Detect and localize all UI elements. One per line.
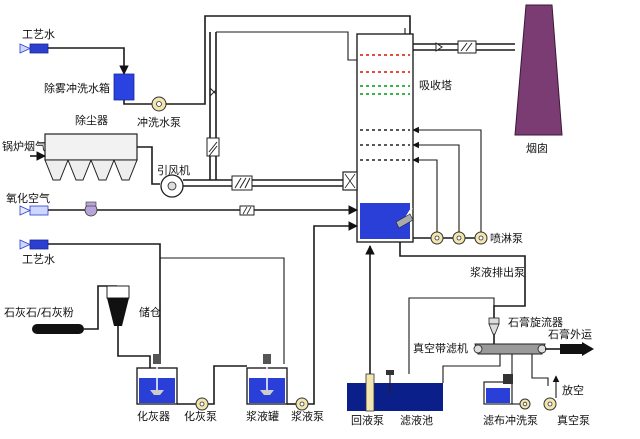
gypsum-out-arrow [560,342,594,356]
vacuum-belt-filter [473,343,547,355]
process-water-inlet-top [19,43,49,54]
oxidation-air-label: 氧化空气 [6,191,50,205]
cloth-wash-pump-icon [519,398,531,410]
oxidation-blower-icon [84,201,98,217]
gypsum-cyclone [488,317,500,335]
chimney [514,4,563,136]
id-fan-label: 引风机 [157,163,190,177]
vacuum-pump-label: 真空泵 [557,413,590,427]
ggh-heat-exchanger-icon [231,175,253,191]
boiler-flue-gas-label: 锅炉烟气 [2,139,46,153]
vacuum-belt-filter-label: 真空带滤机 [413,341,468,355]
silo-label: 储仓 [139,305,161,319]
lime-dissolver-label: 化灰器 [137,409,170,423]
gypsum-cyclone-label: 石膏旋流器 [508,315,563,329]
flush-pump-icon [151,96,167,112]
process-water-top-label: 工艺水 [22,28,55,41]
spray-pump-3-icon [474,231,488,245]
oxidation-air-inlet [19,205,49,216]
absorber-tower [356,33,414,243]
dust-collector-label: 除尘器 [75,113,108,127]
slurry-pump-icon [295,397,309,411]
spray-pump-1-icon [430,231,444,245]
cloth-wash-tank [483,374,513,405]
lime-pump-icon [195,397,209,411]
dust-collector [44,133,138,181]
outlet-heat-exchanger-icon [457,40,477,54]
process-water-mid-label: 工艺水 [22,253,55,266]
slurry-tank-label: 浆液罐 [246,409,279,423]
chimney-label: 烟囱 [526,141,548,155]
gypsum-out-label: 石膏外运 [548,327,592,341]
id-fan-icon [160,174,184,198]
spray-pump-2-icon [452,231,466,245]
demist-tank-label: 除雾冲洗水箱 [44,81,110,95]
absorber-label: 吸收塔 [419,78,452,92]
slurry-tank [246,354,288,405]
filtrate-pool-label: 滤液池 [400,413,433,427]
silo [106,285,130,326]
lime-pump-label: 化灰泵 [184,409,217,423]
vacuum-pump-icon [543,397,557,411]
return-pump [365,373,375,412]
limestone-label: 石灰石/石灰粉 [4,305,74,319]
demist-wash-tank [113,73,135,101]
slurry-discharge-pump-label: 浆液排出泵 [470,265,525,279]
process-water-inlet-mid [19,239,49,250]
return-pump-label: 回液泵 [351,413,384,427]
flush-pump-label: 冲洗水泵 [137,115,181,129]
limestone-feed [32,324,84,334]
lime-dissolver [136,354,178,405]
vent-label: 放空 [562,383,584,397]
filtrate-pool [347,383,443,411]
spray-pump-label: 喷淋泵 [490,232,523,245]
cloth-wash-pump-label: 滤布冲洗泵 [483,413,538,427]
slurry-pump-label: 浆液泵 [291,409,324,423]
